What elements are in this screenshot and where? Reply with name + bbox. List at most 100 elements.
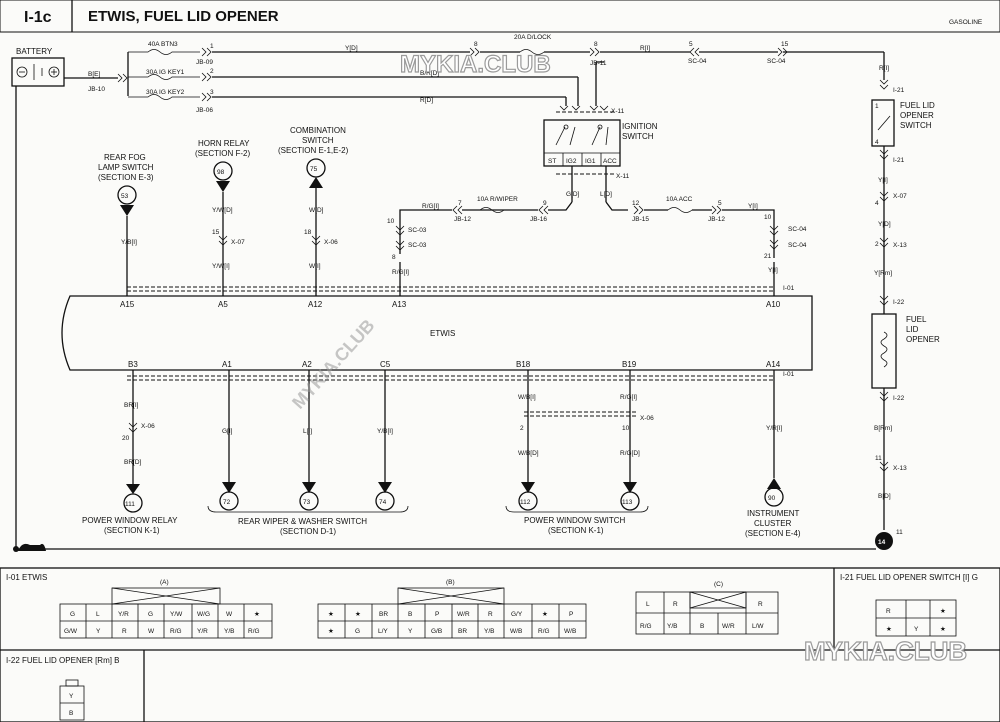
pin-label: 1	[875, 103, 879, 110]
term-ig2: IG2	[566, 158, 577, 165]
pin-label: 18	[304, 229, 312, 236]
connector-arrow-icon	[521, 482, 535, 493]
pin-a13: A13	[392, 300, 407, 309]
battery: BATTERY B[E] JB-10	[11, 47, 118, 548]
wire-l-i: L[I]	[303, 428, 312, 435]
pin-label: 21	[764, 253, 772, 260]
solenoid-icon	[880, 331, 888, 368]
conn-x06: X-06	[324, 239, 338, 246]
fuse-d-lock: 20A D/LOCK	[514, 34, 552, 41]
conn-i21: I-21	[893, 87, 905, 94]
pwr-relay-label: POWER WINDOW RELAY	[82, 516, 178, 525]
pin-label: 10	[387, 218, 395, 225]
ref-circle	[620, 491, 640, 511]
pin-cell: G/W	[64, 628, 78, 635]
fuel-lid-switch-body	[871, 99, 895, 147]
pin-cell: BR	[458, 628, 467, 635]
pin-b3: B3	[128, 360, 138, 369]
pin-a5: A5	[218, 300, 228, 309]
pin-cell: B	[700, 623, 704, 630]
conn-x07-b: X-07	[893, 193, 907, 200]
wire-y-r-i: Y/R[I]	[766, 425, 782, 432]
wire-w-i: W[I]	[309, 263, 321, 270]
fuse-ig-key2: 30A IG KEY2	[146, 89, 185, 96]
ref-113: 113	[622, 499, 633, 506]
fuel-lid-opener-body	[871, 313, 897, 389]
pin-cell: W/R	[722, 623, 735, 630]
wire-r-g-i: R/G[I]	[422, 203, 439, 210]
wire-g-d: G[D]	[566, 191, 580, 198]
conn-i01-b: I-01	[783, 371, 795, 378]
wire-r-g-i-b: R/G[I]	[392, 269, 409, 276]
pin-cell: R	[673, 601, 678, 608]
wire-y-i-c: Y[I]	[878, 177, 888, 184]
wire-w-b-d: W/B[D]	[518, 450, 539, 457]
conn-jb11: JB-11	[590, 60, 607, 67]
pin-cell: BR	[379, 611, 388, 618]
group-a-label: (A)	[160, 579, 169, 586]
pin-a10: A10	[766, 300, 781, 309]
pin-label: 5	[718, 200, 722, 207]
conn-x06-c: X-06	[640, 415, 654, 422]
wire-l-d: L[D]	[600, 191, 612, 198]
conn-x13: X-13	[893, 242, 907, 249]
instrument-cluster: Y/R[I] 90 INSTRUMENT CLUSTER (SECTION E-…	[745, 370, 801, 538]
pin-label: 2	[210, 68, 214, 75]
fuse-icon	[128, 94, 200, 100]
pin-c5: C5	[380, 360, 391, 369]
pin-a14: A14	[766, 360, 781, 369]
ref-circle	[375, 491, 395, 511]
battery-icon	[11, 57, 65, 87]
pin-label: 12	[632, 200, 640, 207]
pin-cell: ★	[254, 610, 260, 618]
pin-cell: ★	[886, 625, 892, 633]
ignition-label2: SWITCH	[622, 132, 654, 141]
pin-cell: G	[355, 628, 360, 635]
combination-label: COMBINATION	[290, 126, 346, 135]
connector-arrow-icon	[767, 478, 781, 489]
fuse-icon	[667, 207, 693, 213]
power-window-relay: BR[I] 20 X-06 BR[D] 111 POWER WINDOW REL…	[82, 370, 178, 535]
term-st: ST	[548, 158, 556, 165]
rear-fog-label: REAR FOG	[104, 153, 146, 162]
wire-y-rm: Y[Rm]	[874, 270, 892, 277]
cluster-label: INSTRUMENT	[747, 509, 800, 518]
ref-circle	[219, 491, 239, 511]
pin-cell: W/G	[197, 611, 210, 618]
pin-label: 2	[875, 241, 879, 248]
term-acc: ACC	[603, 158, 617, 165]
conn-view-i01-title: I-01 ETWIS	[6, 573, 47, 582]
ref-98: 98	[217, 169, 225, 176]
fuel-lid-opener-label: FUEL	[906, 315, 927, 324]
pin-a12: A12	[308, 300, 323, 309]
pin-label: 2	[520, 425, 524, 432]
pin-cell: R	[886, 608, 891, 615]
pin-cell: R/G	[248, 628, 260, 635]
horn-relay: HORN RELAY (SECTION F-2) 98 Y/W[D] 15 X-…	[195, 139, 250, 296]
pin-cell: W	[226, 611, 233, 618]
ref-circle	[123, 493, 143, 513]
page-title: ETWIS, FUEL LID OPENER	[88, 8, 279, 25]
wire-b-rm: B[Rm]	[874, 425, 892, 432]
fuel-lid-opener-label2: LID	[906, 325, 919, 334]
pin-cell: L	[96, 611, 100, 618]
pin-cell: ★	[328, 627, 334, 635]
pin-cell: G/B	[431, 628, 442, 635]
pw-switch-label: POWER WINDOW SWITCH	[524, 516, 626, 525]
wire-br-i: BR[I]	[124, 402, 139, 409]
group-c-label: (C)	[714, 581, 723, 588]
connector-arrow-icon	[623, 482, 637, 493]
ref-111: 111	[125, 501, 135, 508]
pin-cell: P	[569, 611, 573, 618]
pin-cell: ★	[542, 610, 548, 618]
wire-g-i: G[I]	[222, 428, 233, 435]
conn-x07: X-07	[231, 239, 245, 246]
fuse-icon	[128, 49, 200, 55]
ref-circle	[518, 491, 538, 511]
rear-wiper-label: REAR WIPER & WASHER SWITCH	[238, 517, 367, 526]
wire-y-d-2: Y[D]	[878, 221, 891, 228]
pin-cell: R/G	[170, 628, 182, 635]
fuel-lid-switch-label3: SWITCH	[900, 121, 932, 130]
pwr-relay-section: (SECTION K-1)	[104, 526, 160, 535]
pin-b18: B18	[516, 360, 531, 369]
